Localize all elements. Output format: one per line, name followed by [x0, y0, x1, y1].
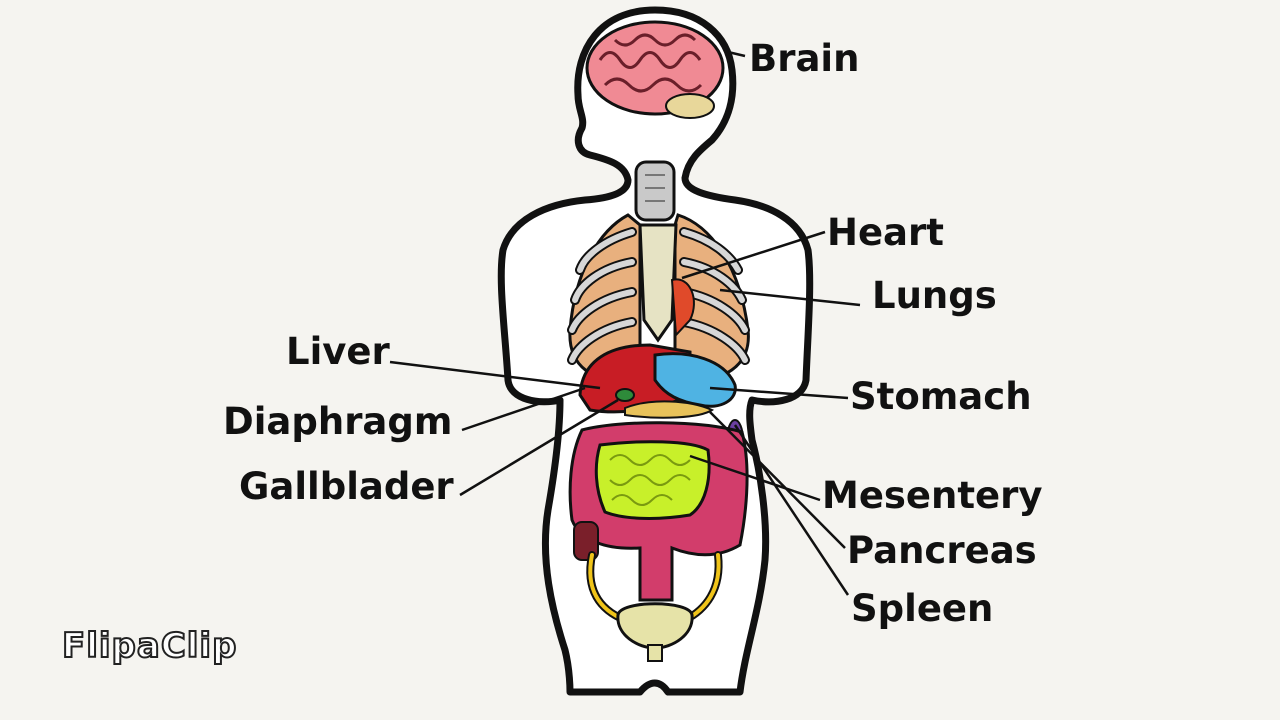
label-lungs: Lungs: [872, 274, 997, 317]
leader-heart: [681, 230, 826, 280]
label-mesentery: Mesentery: [822, 474, 1043, 517]
sternum-illustration: [638, 223, 678, 343]
leader-diaphragm: [461, 386, 586, 432]
label-gallbladder: Gallblader: [239, 465, 454, 508]
label-brain: Brain: [749, 37, 860, 80]
label-spleen: Spleen: [851, 587, 994, 630]
label-heart: Heart: [827, 211, 944, 254]
label-diaphragm: Diaphragm: [223, 400, 453, 443]
leader-mesentery: [689, 454, 821, 502]
urethra-illustration: [647, 644, 663, 662]
stomach-illustration: [653, 352, 737, 408]
brain-illustration: [585, 20, 725, 119]
leader-stomach: [709, 386, 849, 400]
small-intestine-illustration: [594, 440, 711, 520]
label-stomach: Stomach: [850, 375, 1032, 418]
ribs-fill: [569, 229, 748, 363]
leader-pancreas: [709, 411, 846, 549]
trachea-illustration: [634, 160, 676, 222]
label-liver: Liver: [286, 330, 390, 373]
label-pancreas: Pancreas: [847, 529, 1037, 572]
gallbladder-illustration: [615, 388, 635, 402]
cecum-illustration: [573, 521, 599, 561]
leader-gallbladder: [459, 398, 619, 497]
pancreas-illustration: [624, 400, 715, 419]
heart-illustration: [670, 278, 695, 338]
leader-lungs: [719, 288, 861, 307]
leader-lines: [389, 50, 861, 596]
flipaclip-watermark: FlipaClip: [61, 625, 238, 667]
leader-spleen: [733, 424, 850, 596]
small-intestine-coils: [609, 454, 691, 506]
leader-brain: [727, 50, 746, 58]
leader-liver: [389, 360, 601, 390]
bladder-illustration: [616, 602, 694, 650]
